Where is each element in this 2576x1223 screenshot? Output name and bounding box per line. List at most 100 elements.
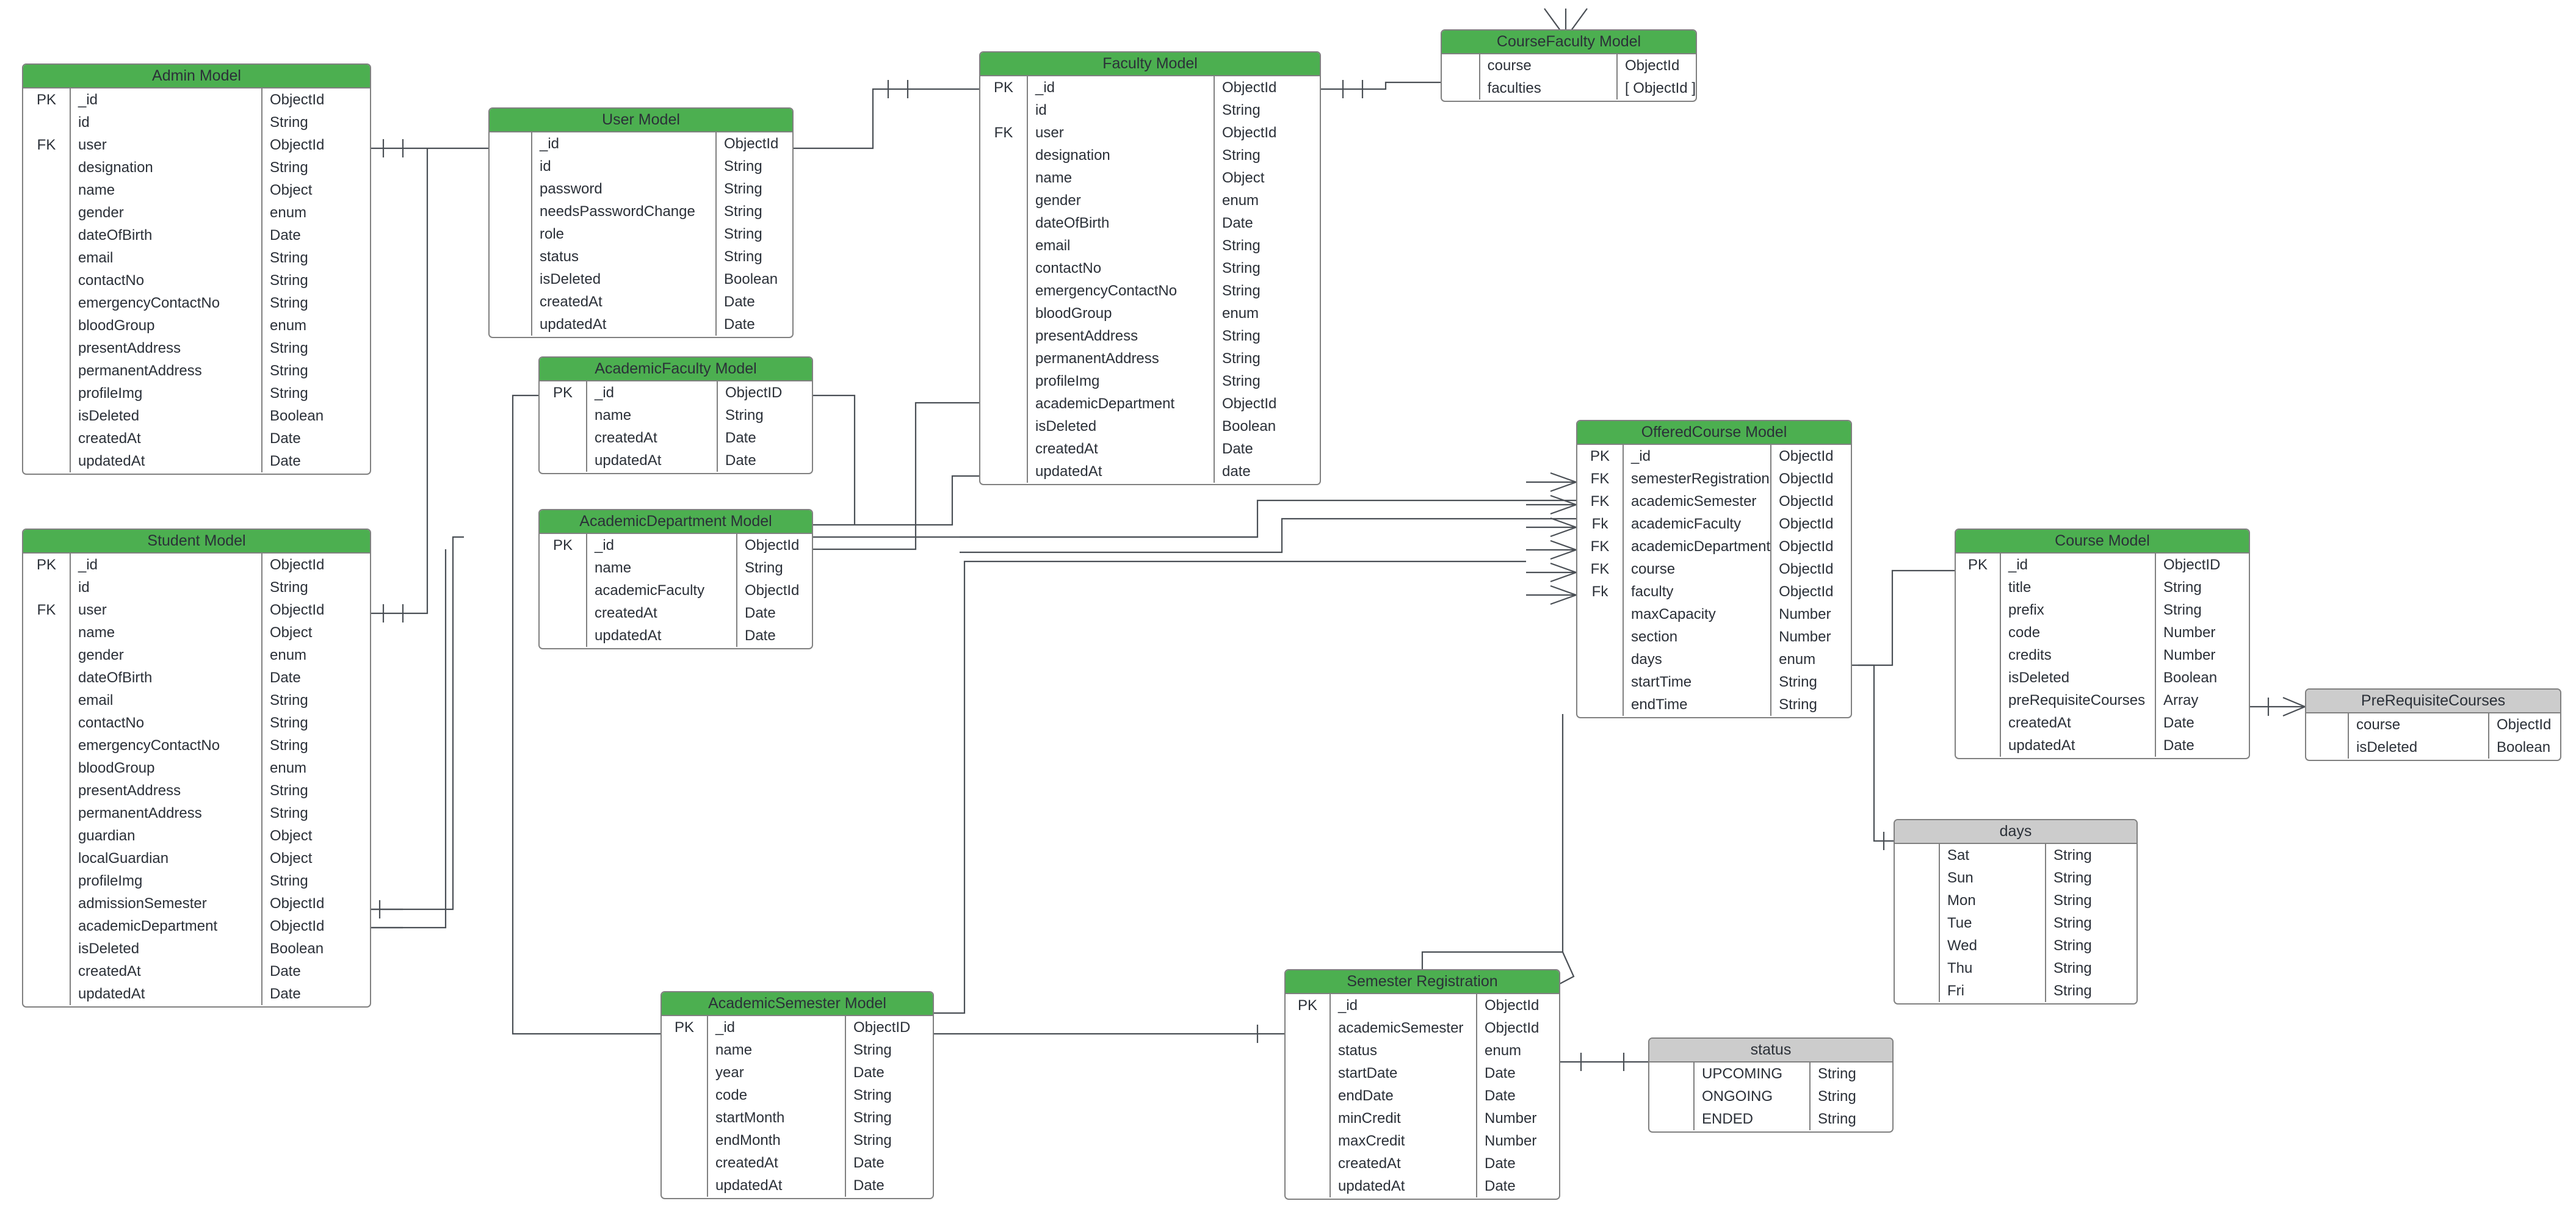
table-row[interactable]: faculties[ ObjectId ] (1442, 77, 1696, 99)
